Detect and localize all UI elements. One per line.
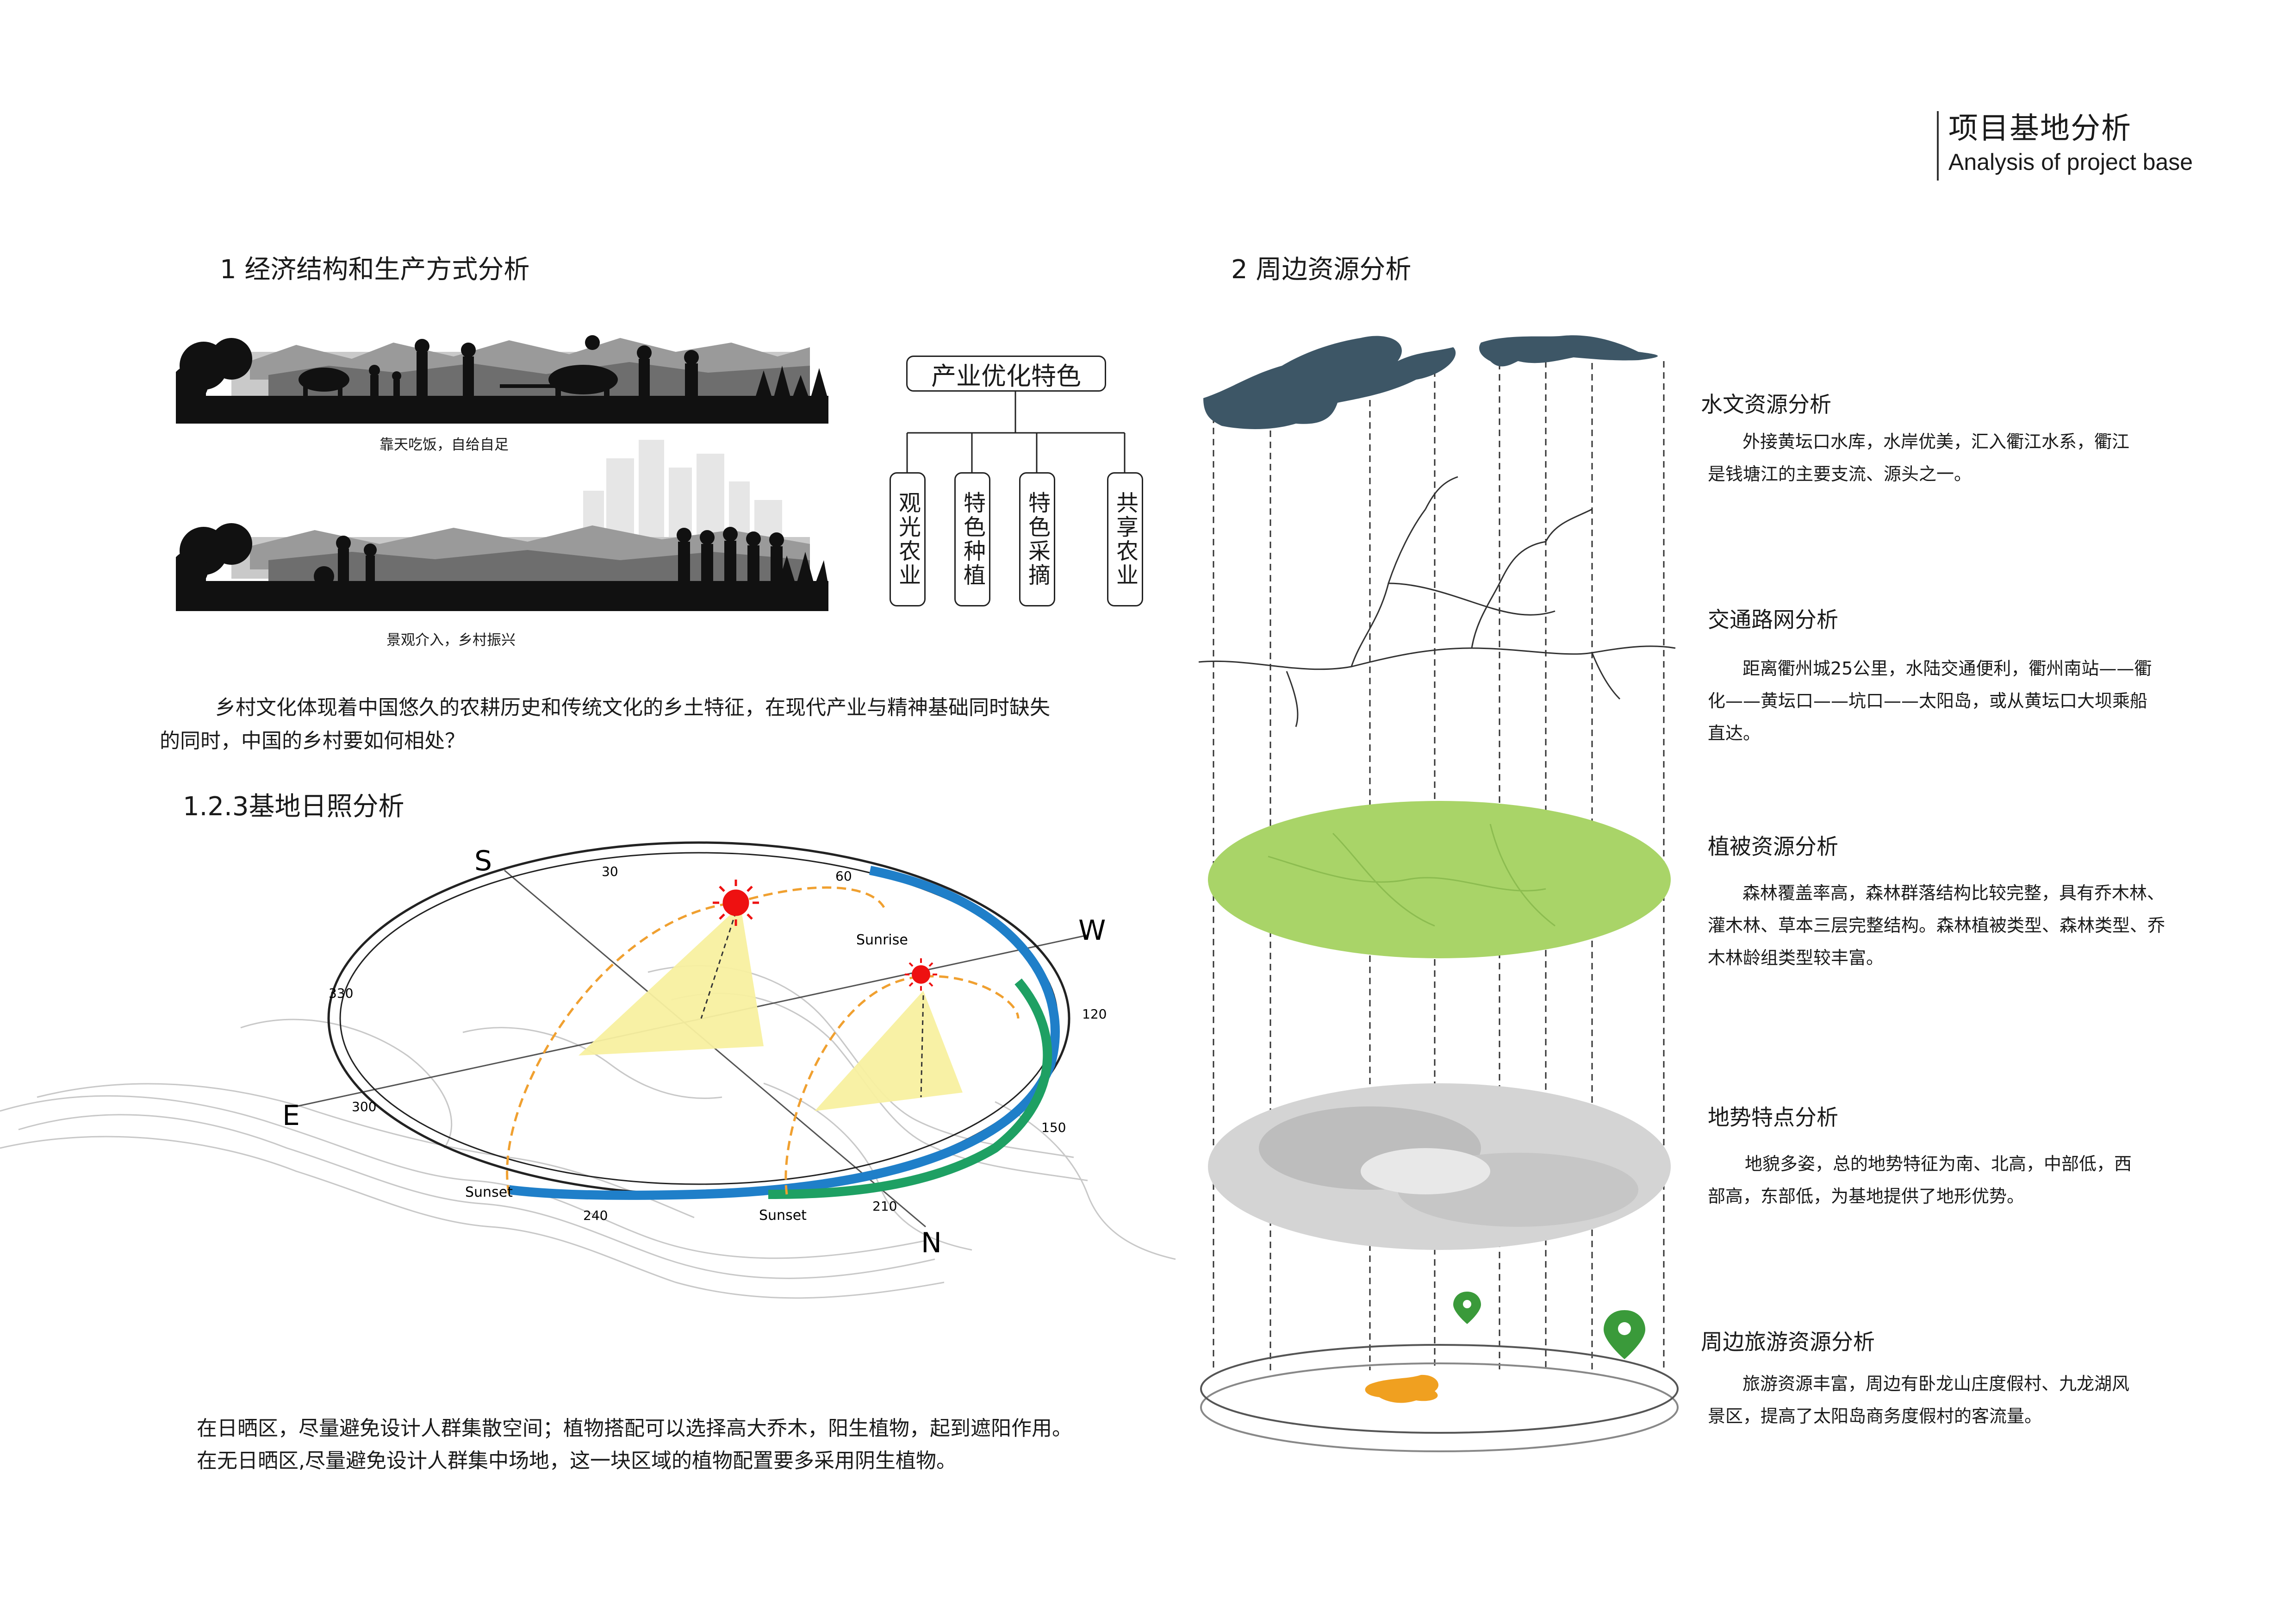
summer-sun-icon [713, 880, 759, 926]
section2-title: 2 周边资源分析 [1231, 255, 1412, 285]
vegetation-layer [1208, 801, 1671, 958]
summer-sun-path [508, 866, 1060, 1200]
tourism-base-ring [1200, 1362, 1679, 1452]
layer-text-tourism-2: 景区，提高了太阳岛商务度假村的客流量。 [1708, 1406, 2042, 1426]
sunrise-label: Sunrise [856, 932, 908, 948]
layer-text-tourism-1: 旅游资源丰富，周边有卧龙山庄度假村、九龙湖风 [1742, 1374, 2130, 1394]
water-layer [1203, 336, 1456, 429]
page-subtitle: Analysis of project base [1948, 149, 2193, 175]
winter-sun-icon [905, 958, 937, 991]
layer-text-vegetation-2: 灌木林、草本三层完整结构。森林植被类型、森林类型、乔 [1708, 915, 2165, 936]
summer-light-cone [579, 905, 764, 1056]
caption-bottom: 景观介入，乡村振兴 [386, 632, 516, 649]
degree-label: 60 [835, 868, 852, 884]
water-layer [1479, 335, 1658, 367]
direction-e: E [282, 1099, 300, 1132]
winter-light-cone [815, 991, 963, 1111]
layer-text-terrain-1: 地貌多姿，总的地势特征为南、北高，中部低，西 [1745, 1154, 2132, 1174]
industry-box-planting: 特色种植 [954, 472, 990, 606]
section1-title: 1 经济结构和生产方式分析 [220, 255, 530, 285]
industry-box-sharing: 共享农业 [1107, 472, 1143, 606]
layer-heading-road: 交通路网分析 [1708, 607, 1838, 633]
degree-label: 300 [352, 1099, 376, 1114]
sunset-label-left: Sunset [465, 1184, 513, 1200]
layer-text-road-2: 化——黄坛口——坑口——太阳岛，或从黄坛口大坝乘船 [1708, 691, 2148, 711]
revival-silhouette-image [176, 440, 828, 611]
island-shape [1365, 1374, 1439, 1403]
layer-heading-vegetation: 植被资源分析 [1708, 834, 1838, 860]
industry-box-picking: 特色采摘 [1019, 472, 1055, 606]
industry-tree-connectors [906, 391, 1126, 472]
sunlight-title: 1.2.3基地日照分析 [183, 792, 404, 822]
layer-text-vegetation-1: 森林覆盖率高，森林群落结构比较完整，具有乔木林、 [1742, 883, 2165, 903]
map-pin-icon [1604, 1310, 1645, 1359]
sunset-label-right: Sunset [759, 1207, 807, 1224]
degree-label: 330 [329, 986, 353, 1001]
degree-label: 150 [1041, 1120, 1066, 1135]
layer-heading-water: 水文资源分析 [1701, 392, 1831, 418]
industry-root-box: 产业优化特色 [906, 356, 1106, 392]
road-layer [1198, 476, 1676, 727]
layer-heading-tourism: 周边旅游资源分析 [1701, 1330, 1875, 1355]
page-title: 项目基地分析 [1948, 112, 2132, 146]
farming-silhouette-image [176, 335, 828, 424]
map-pin-icon [1453, 1292, 1481, 1324]
winter-sun-path [768, 978, 1052, 1199]
layer-text-road-1: 距离衢州城25公里，水陆交通便利，衢州南站——衢 [1742, 658, 2152, 679]
terrain-contours [0, 965, 1176, 1299]
layer-text-water-2: 是钱塘江的主要支流、源头之一。 [1708, 464, 1972, 484]
direction-w: W [1078, 914, 1106, 947]
header-divider [1937, 111, 1939, 181]
layer-heading-terrain: 地势特点分析 [1708, 1105, 1838, 1131]
caption-top: 靠天吃饭，自给自足 [380, 437, 509, 453]
degree-label: 240 [583, 1208, 608, 1223]
layer-text-vegetation-3: 木林龄组类型较丰富。 [1708, 948, 1884, 968]
resource-layers-diagram [1198, 335, 1679, 1452]
industry-box-tourism: 观光农业 [890, 472, 926, 606]
rural-culture-paragraph-line1: 乡村文化体现着中国悠久的农耕历史和传统文化的乡土特征，在现代产业与精神基础同时缺… [215, 696, 1050, 719]
layer-text-terrain-2: 部高，东部低，为基地提供了地形优势。 [1708, 1186, 2025, 1206]
direction-s: S [474, 845, 492, 877]
layer-text-road-3: 直达。 [1708, 723, 1761, 743]
rural-culture-paragraph-line2: 的同时，中国的乡村要如何相处？ [160, 729, 465, 753]
layer-text-water-1: 外接黄坛口水库，水岸优美，汇入衢江水系，衢江 [1742, 431, 2130, 452]
direction-n: N [921, 1227, 942, 1259]
degree-label: 120 [1082, 1006, 1107, 1022]
sunlight-note-line2: 在无日晒区,尽量避免设计人群集中场地，这一块区域的植物配置要多采用阴生植物。 [197, 1449, 957, 1473]
sunlight-note-line1: 在日晒区，尽量避免设计人群集散空间；植物搭配可以选择高大乔木，阳生植物，起到遮阳… [197, 1417, 1072, 1440]
degree-label: 210 [872, 1199, 897, 1214]
sunlight-diagram: S W E N 30 60 120 150 210 240 300 330 Su… [0, 841, 1176, 1299]
degree-label: 30 [602, 864, 618, 879]
